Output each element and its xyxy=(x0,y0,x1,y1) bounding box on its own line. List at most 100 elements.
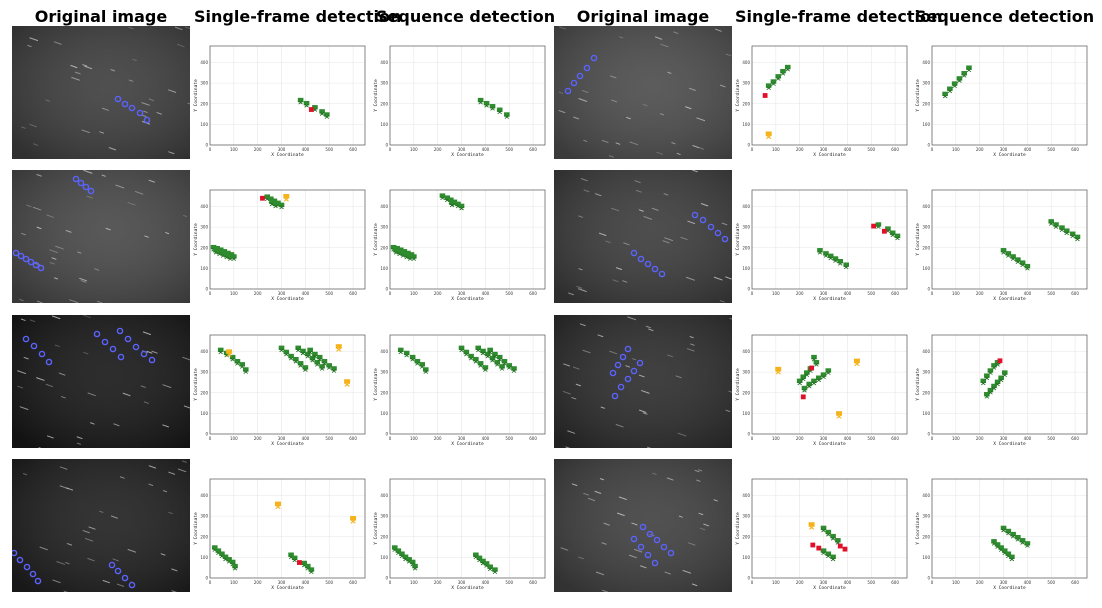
true-detection-box xyxy=(422,367,429,372)
y-tick-label: 300 xyxy=(922,514,930,519)
x-tick-label: 200 xyxy=(976,291,984,296)
star-streak xyxy=(719,84,726,88)
true-detection-box xyxy=(403,350,410,356)
true-detection-cross xyxy=(295,348,301,353)
true-detection-cross xyxy=(315,363,320,367)
true-detection-box xyxy=(455,201,461,207)
target-circle-marker xyxy=(16,556,24,564)
target-circle-marker xyxy=(37,264,45,272)
x-tick-label: 500 xyxy=(867,436,875,441)
original-image-panel xyxy=(12,170,190,303)
true-detection-cross xyxy=(473,359,479,364)
x-tick-label: 0 xyxy=(209,291,212,296)
x-axis-label: X Coordinate xyxy=(451,152,484,158)
x-tick-label: 600 xyxy=(529,436,537,441)
true-detection-box xyxy=(801,385,808,391)
star-streak xyxy=(691,170,698,173)
star-streak xyxy=(728,390,732,393)
star-streak xyxy=(675,375,682,379)
image-shading xyxy=(12,26,190,159)
star-streak xyxy=(611,207,620,212)
x-tick-label: 400 xyxy=(482,436,490,441)
missed-target-box xyxy=(274,501,281,506)
x-tick-label: 0 xyxy=(751,147,754,152)
plot-frame xyxy=(931,334,1088,435)
true-detection-box xyxy=(770,79,777,84)
y-tick-label: 400 xyxy=(922,493,930,498)
true-detection-cross xyxy=(988,390,993,395)
y-axis-label: Y Coordinate xyxy=(915,79,921,112)
x-tick-label: 0 xyxy=(751,291,754,296)
star-streak xyxy=(688,542,696,546)
x-tick-label: 200 xyxy=(254,291,262,296)
star-streak xyxy=(666,477,674,481)
true-detection-cross xyxy=(876,225,881,229)
true-detection-cross xyxy=(830,557,836,562)
true-detection-box xyxy=(216,249,223,254)
y-axis-label: Y Coordinate xyxy=(193,368,199,401)
star-streak xyxy=(713,276,723,281)
x-tick-label: 600 xyxy=(529,580,537,585)
true-detection-box xyxy=(830,533,836,539)
true-detection-box xyxy=(227,254,234,259)
y-tick-label: 200 xyxy=(922,534,930,539)
x-tick-label: 600 xyxy=(349,436,357,441)
true-detection-box xyxy=(226,557,232,562)
y-tick-label: 100 xyxy=(200,411,208,416)
y-axis-label: Y Coordinate xyxy=(735,512,741,545)
true-detection-box xyxy=(293,356,299,362)
y-tick-label: 400 xyxy=(742,60,750,65)
x-tick-label: 400 xyxy=(844,580,852,585)
target-circle-marker xyxy=(114,567,122,575)
star-streak xyxy=(151,350,158,354)
x-tick-label: 200 xyxy=(254,436,262,441)
star-streak xyxy=(134,190,144,195)
y-axis-label: Y Coordinate xyxy=(373,79,379,112)
star-streak xyxy=(689,336,694,339)
star-streak xyxy=(632,358,637,361)
true-detection-cross xyxy=(1048,222,1054,226)
y-tick-label: 100 xyxy=(200,266,208,271)
star-streak xyxy=(645,325,652,329)
true-detection-cross xyxy=(317,357,322,362)
star-streak xyxy=(633,548,643,553)
x-tick-label: 500 xyxy=(1047,147,1055,152)
star-streak xyxy=(725,409,731,413)
true-detection-box xyxy=(820,372,827,377)
true-detection-box xyxy=(291,555,298,561)
target-circle-marker xyxy=(101,338,109,346)
star-streak xyxy=(160,553,166,556)
star-streak xyxy=(168,511,173,515)
true-detection-box xyxy=(468,353,474,359)
true-detection-cross xyxy=(478,364,483,368)
true-detection-cross xyxy=(1059,228,1065,232)
x-tick-label: 400 xyxy=(302,147,310,152)
true-detection-box xyxy=(987,368,994,373)
x-tick-label: 500 xyxy=(867,147,875,152)
true-detection-cross xyxy=(1001,251,1006,255)
y-tick-label: 300 xyxy=(200,81,208,86)
x-tick-label: 100 xyxy=(410,291,418,296)
y-tick-label: 200 xyxy=(200,245,208,250)
true-detection-box xyxy=(314,360,321,365)
target-circle-marker xyxy=(644,551,652,559)
star-streak xyxy=(605,240,611,244)
star-streak xyxy=(698,469,703,472)
star-streak xyxy=(558,110,566,114)
true-detection-box xyxy=(324,112,330,117)
x-tick-label: 300 xyxy=(278,291,286,296)
y-tick-label: 300 xyxy=(922,225,930,230)
true-detection-cross xyxy=(895,236,900,241)
star-streak xyxy=(687,220,696,225)
true-detection-box xyxy=(402,554,409,559)
x-tick-label: 200 xyxy=(796,147,804,152)
true-detection-cross xyxy=(804,373,810,377)
true-detection-box xyxy=(980,378,987,384)
true-detection-box xyxy=(1069,231,1076,236)
true-detection-cross xyxy=(984,376,990,381)
target-circle-marker xyxy=(143,116,151,124)
true-detection-cross xyxy=(995,382,1000,387)
